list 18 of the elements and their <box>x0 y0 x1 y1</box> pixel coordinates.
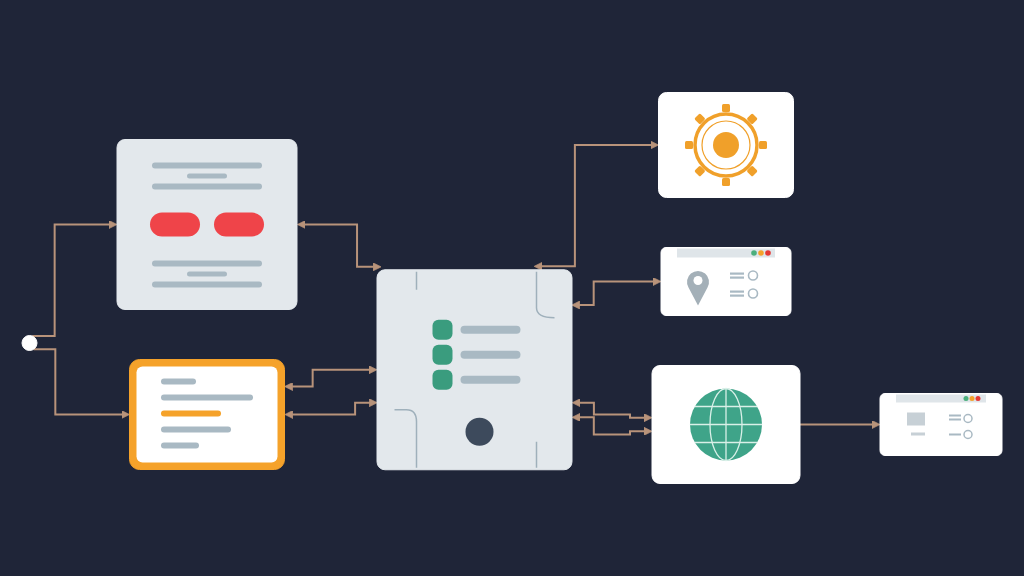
hub-panel <box>376 269 573 471</box>
gear-tile <box>658 92 794 198</box>
browser-window <box>879 393 1003 456</box>
document-card <box>129 359 285 470</box>
double-arrow <box>284 365 378 391</box>
double-arrow <box>533 140 659 271</box>
globe-tile <box>651 365 801 484</box>
arrow <box>799 420 881 429</box>
browser-window <box>660 247 792 316</box>
double-arrow <box>297 220 382 272</box>
arrow <box>32 348 130 419</box>
double-arrow <box>571 277 662 310</box>
document-panel <box>116 139 298 310</box>
double-arrow <box>571 398 653 423</box>
arrow <box>31 220 118 338</box>
double-arrow <box>284 398 378 419</box>
double-arrow <box>571 412 653 436</box>
junction-dot <box>21 335 38 351</box>
